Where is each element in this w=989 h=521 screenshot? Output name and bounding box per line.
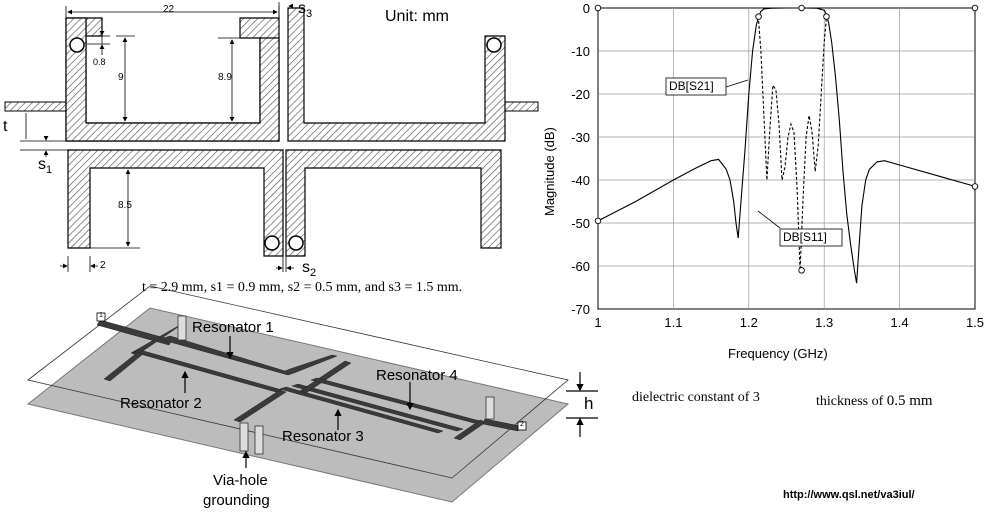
y-tick-label: -70 (571, 302, 590, 317)
label-s3: s3 (298, 0, 313, 21)
label-resonator-2: Resonator 2 (120, 395, 202, 412)
s21-label: DB[S21] (669, 79, 714, 93)
layout-resonator-4 (287, 7, 506, 142)
label-via-line1: Via-hole (213, 472, 268, 489)
s11-label: DB[S11] (783, 230, 827, 244)
iso-resonator-3 (279, 386, 444, 434)
layout-resonator-3 (285, 149, 502, 257)
data-marker (798, 4, 805, 12)
y-tick-label: -40 (571, 173, 590, 188)
via-hole-2 (264, 235, 280, 251)
y-tick-label: -10 (571, 44, 590, 59)
dim-8-9: 8.9 (218, 72, 232, 83)
unit-label: Unit: mm (385, 8, 449, 25)
label-s1: s1 (38, 156, 53, 177)
data-marker (971, 183, 979, 190)
label-resonator-1: Resonator 1 (192, 319, 274, 336)
data-marker (594, 217, 602, 225)
label-t: t (3, 118, 8, 135)
dim-9: 9 (118, 72, 124, 83)
iso-via-3 (254, 425, 264, 455)
iso-feed-1 (96, 319, 173, 346)
feed-line-left (4, 101, 68, 112)
dielectric-text: dielectric constant of 3 (632, 390, 760, 405)
via-hole-1 (69, 37, 85, 53)
s21-callout-line (725, 79, 749, 88)
dimension-lines (20, 2, 294, 272)
y-tick-label: -30 (571, 130, 590, 145)
dim-8-5: 8.5 (118, 200, 132, 211)
iso-via-2 (239, 422, 249, 452)
label-h: h (584, 394, 594, 413)
port-2-box (517, 421, 527, 431)
dim-2: 2 (100, 260, 106, 271)
source-url: http://www.qsl.net/va3iul/ (783, 489, 915, 501)
x-tick-label: 1 (594, 315, 601, 330)
data-marker (971, 4, 979, 12)
y-tick-label: -60 (571, 259, 590, 274)
dim-0-8: 0.8 (93, 57, 106, 67)
param-caption: t = 2.9 mm, s1 = 0.9 mm, s2 = 0.5 mm, an… (142, 280, 463, 295)
filter-layout (4, 2, 539, 272)
x-tick-label: 1.2 (740, 315, 758, 330)
s21-callout-box (665, 77, 727, 96)
y-tick-label: 0 (583, 1, 590, 16)
label-via-line2: grounding (203, 492, 270, 509)
y-tick-label: -50 (571, 216, 590, 231)
thickness-text: thickness of 0.5 mm (816, 393, 933, 409)
iso-via-1 (177, 315, 187, 341)
s11-callout-line (757, 210, 781, 229)
feed-line-right (503, 101, 539, 112)
data-marker (798, 267, 805, 274)
data-marker (823, 13, 830, 20)
data-marker (594, 4, 602, 12)
x-tick-label: 1.3 (815, 315, 833, 330)
via-hole-3 (288, 235, 304, 251)
iso-resonator-3-arm (233, 389, 287, 423)
data-marker (755, 13, 762, 20)
dim-22: 22 (163, 4, 175, 15)
iso-resonator-2 (132, 349, 283, 393)
x-tick-label: 1.4 (891, 315, 909, 330)
label-resonator-4: Resonator 4 (376, 367, 458, 384)
chart-plot-frame (597, 7, 976, 310)
s-parameter-chart: 1 1.1 1.2 1.3 1.4 1.5 0 -10 -20 -30 -40 -50 -60 -70 (571, 1, 984, 330)
substrate-top-outline (27, 285, 569, 479)
chart-xlabel: Frequency (GHz) (728, 346, 828, 361)
iso-resonator-4 (291, 383, 464, 432)
layout-resonator-1b (65, 17, 280, 142)
y-tick-label: -20 (571, 87, 590, 102)
label-s2: s2 (302, 259, 317, 280)
x-tick-label: 1.5 (966, 315, 984, 330)
iso-resonator-2-arm (103, 351, 144, 382)
s11-callout-box (779, 228, 843, 247)
iso-feed-2 (482, 418, 521, 432)
via-hole-4 (486, 37, 502, 53)
label-port-2: 2 (520, 421, 524, 428)
label-resonator-3: Resonator 3 (282, 428, 364, 445)
iso-via-4 (485, 396, 495, 420)
port-1-box (96, 312, 106, 322)
isometric-view (26, 285, 598, 503)
layout-resonator-2 (67, 149, 284, 257)
chart-ylabel: Magnitude (dB) (542, 127, 557, 216)
x-tick-label: 1.1 (664, 315, 682, 330)
label-port-1: 1 (99, 312, 103, 319)
series-line-s11 (758, 16, 828, 271)
